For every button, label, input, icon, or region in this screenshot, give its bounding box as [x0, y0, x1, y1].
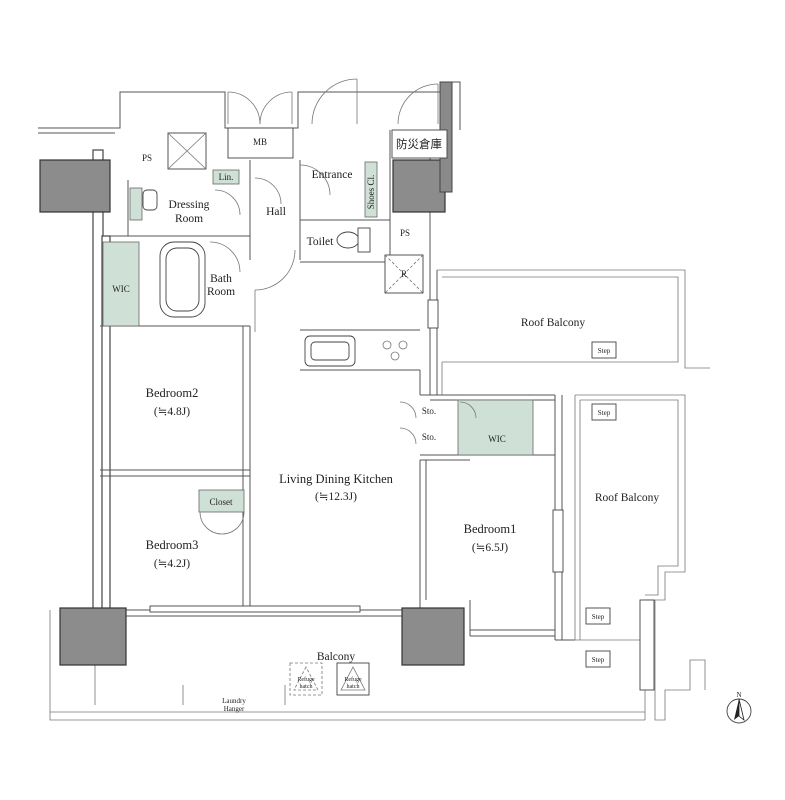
label-refuge-2a: Refuge	[344, 676, 362, 683]
label-bath-1: Bath	[210, 273, 232, 285]
label-storage-2: Sto.	[422, 432, 436, 442]
label-roof-balcony-1: Roof Balcony	[521, 317, 585, 329]
label-refuge-2b: hatch	[347, 684, 360, 690]
label-ps-top: PS	[142, 153, 152, 163]
pillars	[39, 81, 465, 666]
label-bedroom3-size: (≒4.2J)	[154, 558, 190, 570]
toilet-bowl	[336, 231, 360, 249]
label-refuge-1b: hatch	[300, 684, 313, 690]
label-closet: Closet	[209, 497, 233, 507]
roof-balcony-outlines	[437, 269, 710, 721]
label-fridge: R	[401, 269, 407, 279]
step-box-4	[585, 650, 611, 668]
pillar-sw	[59, 607, 127, 666]
burner-2	[398, 340, 408, 350]
compass	[726, 698, 752, 724]
windows	[149, 299, 564, 613]
burner-1	[382, 340, 392, 350]
north-arrow-icon	[734, 699, 739, 720]
toilet-tank	[357, 227, 371, 253]
label-north: N	[736, 691, 741, 699]
kitchen-window	[427, 299, 439, 329]
label-lin: Lin.	[219, 172, 234, 182]
washbasin	[142, 189, 158, 211]
label-balcony: Balcony	[317, 651, 356, 663]
label-toilet: Toilet	[307, 236, 334, 248]
mb-box	[227, 127, 294, 159]
pillar-nw	[39, 159, 111, 213]
label-step-3: Step	[592, 613, 605, 621]
label-dressing-2: Room	[175, 213, 203, 225]
bedroom1-window	[552, 509, 564, 573]
wic-right-area	[457, 399, 534, 456]
balcony-sliding-door	[149, 605, 361, 613]
label-storage-1: Sto.	[422, 406, 436, 416]
label-roof-balcony-2: Roof Balcony	[595, 492, 659, 504]
closet-area	[198, 489, 245, 513]
step-box-2	[591, 403, 617, 421]
burner-3	[390, 351, 400, 361]
storage-box	[391, 129, 448, 159]
steps	[585, 341, 617, 668]
label-hall: Hall	[266, 206, 286, 218]
refuge-hatch-1	[289, 662, 323, 696]
label-bedroom2-size: (≒4.8J)	[154, 406, 190, 418]
wic-left-area	[102, 241, 140, 327]
label-step-4: Step	[592, 656, 605, 664]
kitchen-sink-basin	[310, 341, 350, 361]
pillar-s	[401, 607, 465, 666]
label-step-1: Step	[598, 347, 611, 355]
label-wic-left: WIC	[112, 284, 130, 294]
label-wic-right: WIC	[488, 434, 506, 444]
closets	[102, 161, 534, 513]
step-box-1	[591, 341, 617, 359]
pillar-n	[392, 159, 446, 213]
refuge-hatches	[289, 662, 370, 696]
label-laundry-2: Hanger	[224, 705, 245, 713]
label-bedroom3: Bedroom3	[146, 538, 199, 552]
label-ps-right: PS	[400, 228, 410, 238]
label-bedroom1-size: (≒6.5J)	[472, 542, 508, 554]
label-laundry-1: Laundry	[222, 697, 246, 705]
bathtub-inner	[165, 247, 200, 312]
shoes-closet-area	[364, 161, 378, 218]
label-bedroom1: Bedroom1	[464, 522, 517, 536]
label-mb: MB	[253, 137, 267, 147]
label-dressing-1: Dressing	[169, 199, 210, 211]
roof-balcony-rail	[639, 599, 655, 691]
balcony-outline	[49, 610, 645, 721]
label-ldk-size: (≒12.3J)	[315, 491, 357, 503]
label-step-2: Step	[598, 409, 611, 417]
label-bath-2: Room	[207, 286, 235, 298]
label-bedroom2: Bedroom2	[146, 386, 199, 400]
label-entrance: Entrance	[312, 169, 353, 181]
dressing-shelf	[129, 187, 143, 221]
label-storage: 防災倉庫	[396, 137, 442, 151]
doors	[199, 78, 477, 535]
labels: MB 防災倉庫 PS PS Entrance Shoes Cl. Hall To…	[112, 137, 741, 713]
step-box-3	[585, 607, 611, 625]
label-ldk: Living Dining Kitchen	[279, 472, 394, 486]
label-refuge-1a: Refuge	[297, 676, 315, 683]
label-shoes-closet: Shoes Cl.	[366, 175, 376, 210]
utility-boxes	[167, 127, 448, 294]
fixtures	[142, 189, 408, 367]
lin-area	[212, 169, 240, 185]
